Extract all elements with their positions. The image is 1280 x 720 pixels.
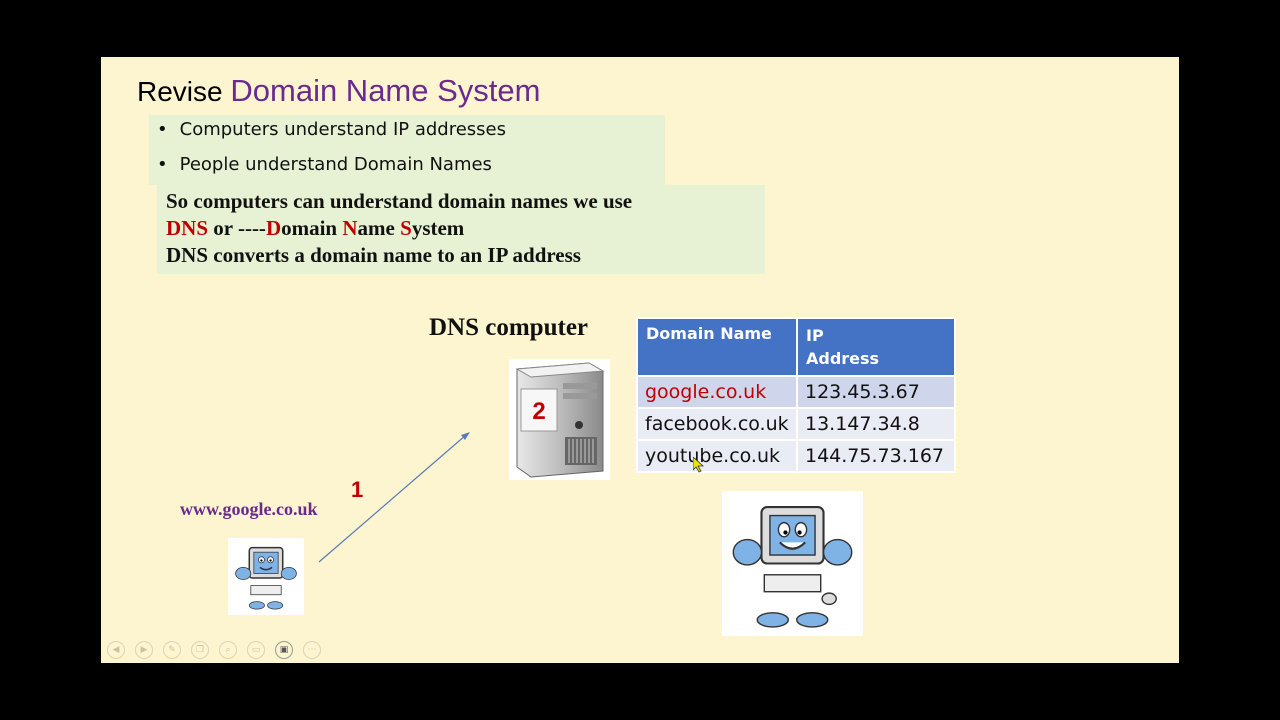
bullet-box: Computers understand IP addresses People… — [149, 115, 665, 185]
title-highlight: Domain Name System — [230, 73, 541, 108]
letter-d: D — [265, 216, 282, 240]
dns-acronym: DNS — [166, 216, 209, 240]
dns-line-2: DNS or ----Domain Name System — [166, 216, 464, 241]
table-row: facebook.co.uk 13.147.34.8 — [636, 407, 956, 441]
ip-cell: 13.147.34.8 — [796, 407, 956, 441]
table-row: google.co.uk 123.45.3.67 — [636, 375, 956, 409]
table-row: youtube.co.uk 144.75.73.167 — [636, 439, 956, 473]
ip-cell: 123.45.3.67 — [796, 375, 956, 409]
zoom-icon[interactable]: ⌕ — [219, 641, 237, 659]
next-icon[interactable]: ▶ — [135, 641, 153, 659]
slide: Revise Domain Name System Computers unde… — [101, 57, 1179, 663]
slide-title: Revise Domain Name System — [137, 73, 540, 109]
dns-line-1: So computers can understand domain names… — [166, 189, 633, 213]
table-header-domain: Domain Name — [636, 317, 798, 377]
dns-lookup-table: Domain Name IP Address google.co.uk 123.… — [636, 317, 956, 473]
presentation-toolbar: ◀ ▶ ✎ ❐ ⌕ ▭ ▣ ⋯ — [107, 641, 321, 659]
dns-or-text: or ---- — [208, 216, 266, 240]
subtitles-icon[interactable]: ▭ — [247, 641, 265, 659]
mouse-cursor-icon — [693, 457, 705, 473]
more-icon[interactable]: ⋯ — [303, 641, 321, 659]
dns-explanation-box: So computers can understand domain names… — [157, 185, 765, 274]
copy-icon[interactable]: ❐ — [191, 641, 209, 659]
table-header-ip: IP Address — [796, 317, 956, 377]
cartoon-computer-large — [722, 491, 863, 636]
bullet-item: Computers understand IP addresses — [157, 119, 506, 140]
dns-computer-label: DNS computer — [429, 314, 589, 341]
title-prefix: Revise — [137, 76, 223, 107]
dns-line-3: DNS converts a domain name to an IP addr… — [166, 243, 581, 267]
pen-icon[interactable]: ✎ — [163, 641, 181, 659]
domain-cell: google.co.uk — [636, 375, 798, 409]
server-number: 2 — [532, 398, 545, 425]
text-ystem: ystem — [411, 216, 465, 240]
text-omain: omain — [281, 216, 343, 240]
cartoon-computer-small — [228, 538, 304, 615]
text-ame: ame — [357, 216, 401, 240]
bullet-item: People understand Domain Names — [157, 154, 492, 175]
request-arrow — [318, 432, 470, 563]
video-icon[interactable]: ▣ — [275, 641, 293, 659]
url-label: www.google.co.uk — [180, 499, 318, 519]
previous-icon[interactable]: ◀ — [107, 641, 125, 659]
domain-cell: youtube.co.uk — [636, 439, 798, 473]
ip-cell: 144.75.73.167 — [796, 439, 956, 473]
domain-cell: facebook.co.uk — [636, 407, 798, 441]
letter-n: N — [342, 216, 358, 240]
table-header-ip-text: IP Address — [806, 326, 880, 368]
step-number: 1 — [351, 477, 364, 502]
server-tower-image: 2 — [509, 359, 610, 480]
letter-s: S — [400, 216, 412, 240]
